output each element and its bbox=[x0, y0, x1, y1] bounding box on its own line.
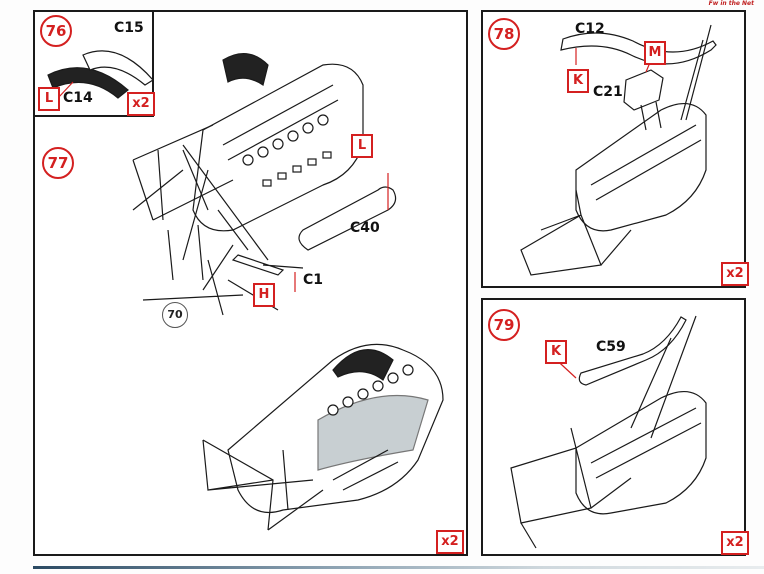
paint-code-l: L bbox=[38, 87, 60, 111]
paint-code-h: H bbox=[253, 283, 275, 307]
engine-pipe-illustration bbox=[510, 315, 707, 549]
step-number-77: 77 bbox=[42, 147, 74, 179]
part-label-c59: C59 bbox=[596, 339, 626, 355]
reference-step-70: 70 bbox=[162, 302, 188, 328]
engine-assembly-illustration bbox=[47, 50, 444, 531]
multiplier-badge: x2 bbox=[127, 92, 155, 116]
paint-code-l: L bbox=[351, 134, 373, 158]
credit-text: Fw in the Net bbox=[708, 0, 754, 7]
step-number-78: 78 bbox=[488, 18, 520, 50]
multiplier-badge: x2 bbox=[721, 262, 749, 286]
part-label-c1: C1 bbox=[303, 272, 324, 288]
part-label-c14: C14 bbox=[63, 90, 93, 106]
paint-code-m: M bbox=[644, 41, 666, 65]
step-number-76: 76 bbox=[40, 15, 72, 47]
panel-step-79 bbox=[481, 298, 746, 556]
part-label-c12: C12 bbox=[575, 21, 605, 37]
multiplier-badge: x2 bbox=[721, 531, 749, 555]
panel-step-76 bbox=[33, 10, 154, 117]
engine-hose-illustration bbox=[520, 24, 717, 276]
part-label-c21: C21 bbox=[593, 84, 623, 100]
part-label-c15: C15 bbox=[114, 20, 144, 36]
panel-step-77 bbox=[33, 10, 468, 556]
step-number-79: 79 bbox=[488, 309, 520, 341]
page-footer-bar bbox=[33, 566, 764, 569]
part-label-c40: C40 bbox=[350, 220, 380, 236]
multiplier-badge: x2 bbox=[436, 530, 464, 554]
panel-step-78 bbox=[481, 10, 746, 288]
paint-code-k: K bbox=[567, 69, 589, 93]
paint-code-k: K bbox=[545, 340, 567, 364]
